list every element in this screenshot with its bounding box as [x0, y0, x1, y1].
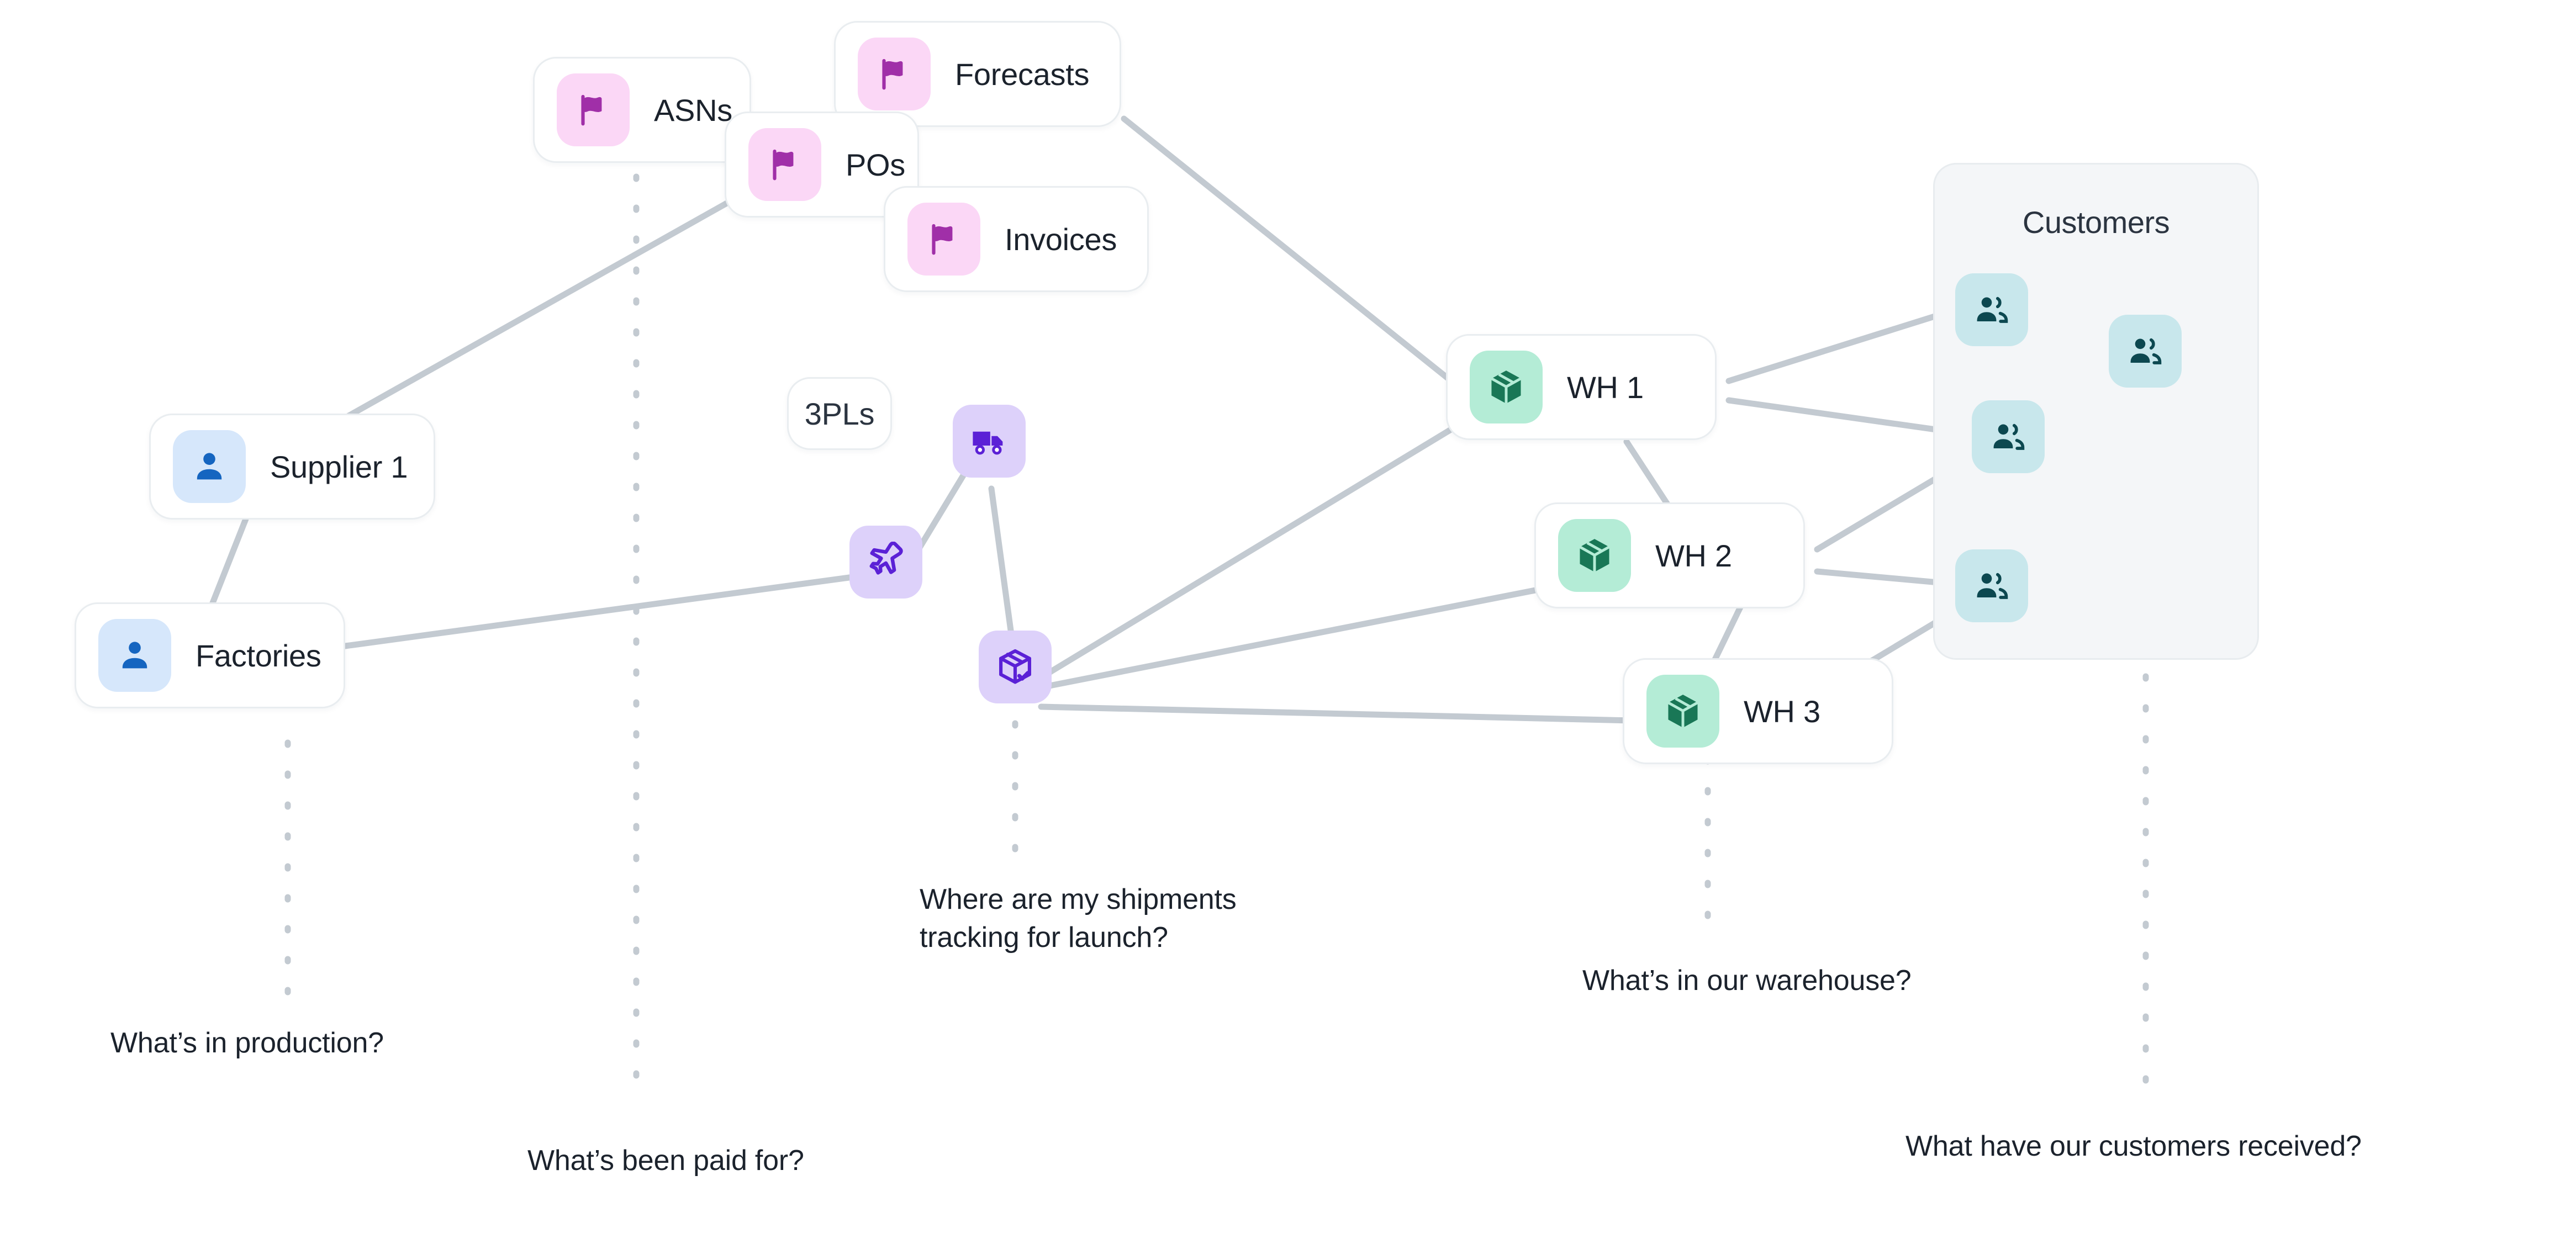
- annotation-production: What’s in production?: [110, 1027, 384, 1059]
- people-icon: [1972, 290, 2012, 330]
- node-factories[interactable]: Factories: [75, 602, 345, 708]
- node-wh-2[interactable]: WH 2: [1534, 502, 1805, 608]
- node-label: POs: [846, 147, 906, 182]
- node-label: 3PLs: [804, 396, 875, 431]
- person-icon: [98, 619, 171, 692]
- people-icon: [1972, 566, 2012, 606]
- node-label: Factories: [196, 638, 321, 673]
- package-check-icon: [995, 647, 1036, 687]
- flag-icon: [907, 203, 980, 276]
- node-label: WH 1: [1567, 369, 1644, 405]
- node-wh-1[interactable]: WH 1: [1446, 334, 1717, 440]
- customers-group-title: Customers: [2022, 205, 2170, 240]
- node-3pls[interactable]: 3PLs: [787, 377, 892, 450]
- flag-icon: [858, 38, 931, 110]
- person-icon: [173, 430, 246, 503]
- box-icon: [1646, 675, 1719, 748]
- node-label: ASNs: [654, 92, 732, 128]
- node-pos[interactable]: POs: [725, 112, 919, 218]
- annotation-warehouse: What’s in our warehouse?: [1582, 965, 1912, 997]
- flag-icon: [748, 128, 821, 201]
- customer-node-1[interactable]: [1955, 273, 2028, 346]
- customer-node-4[interactable]: [1955, 549, 2028, 622]
- node-supplier-1[interactable]: Supplier 1: [149, 414, 435, 520]
- edge-wh1-cust1: [1725, 303, 1970, 384]
- flag-icon: [557, 73, 630, 146]
- node-parcel[interactable]: [979, 631, 1052, 703]
- node-wh-3[interactable]: WH 3: [1623, 658, 1893, 764]
- airplane-icon: [865, 542, 906, 583]
- node-label: Supplier 1: [270, 449, 408, 484]
- node-truck[interactable]: [953, 405, 1026, 478]
- node-label: WH 2: [1655, 538, 1732, 573]
- edge-pos-supplier1: [289, 195, 738, 451]
- node-label: WH 3: [1744, 693, 1820, 729]
- edge-factories-plane: [342, 574, 857, 649]
- people-icon: [1988, 417, 2028, 457]
- node-forecasts[interactable]: Forecasts: [834, 21, 1121, 127]
- node-invoices[interactable]: Invoices: [884, 186, 1149, 292]
- people-icon: [2125, 331, 2165, 371]
- edge-forecasts-wh1: [1121, 115, 1461, 390]
- truck-icon: [969, 421, 1010, 462]
- annotation-shipments: Where are my shipments tracking for laun…: [920, 883, 1237, 954]
- edge-parcel-wh1: [1035, 422, 1461, 682]
- annotation-received: What have our customers received?: [1905, 1130, 2362, 1162]
- customer-node-2[interactable]: [2109, 315, 2182, 388]
- node-label: Forecasts: [955, 56, 1090, 92]
- edge-parcel-wh3: [1038, 703, 1635, 724]
- customer-node-3[interactable]: [1972, 400, 2045, 473]
- node-airplane[interactable]: [849, 526, 922, 599]
- node-label: Invoices: [1005, 221, 1117, 257]
- edge-parcel-wh2: [1038, 585, 1550, 691]
- annotation-paid: What’s been paid for?: [527, 1145, 804, 1177]
- node-asns[interactable]: ASNs: [533, 57, 751, 163]
- box-icon: [1558, 519, 1631, 592]
- box-icon: [1470, 351, 1543, 423]
